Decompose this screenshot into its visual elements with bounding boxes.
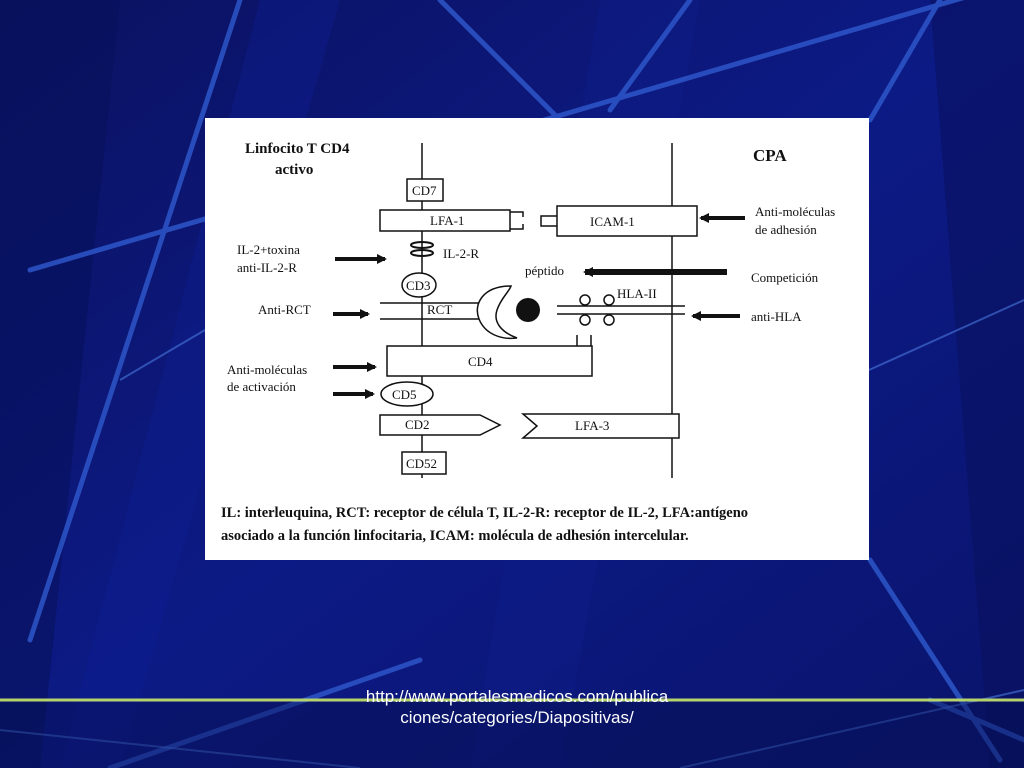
- anti-il2r-label: anti-IL-2-R: [237, 260, 297, 275]
- il2-toxin-label: IL-2+toxina: [237, 242, 300, 257]
- anti-hla-label: anti-HLA: [751, 309, 802, 324]
- il2r-molecule-lower: [410, 249, 434, 257]
- il2r-label: IL-2-R: [443, 246, 479, 261]
- hla2-domain-1: [579, 294, 591, 306]
- diagram-figure: Linfocito T CD4 activo CPA CD7 LFA-1 ICA…: [205, 118, 869, 560]
- lfa3-label: LFA-3: [575, 418, 609, 433]
- anti-adhesion-label-2: de adhesión: [755, 222, 817, 237]
- diagram-caption-line-2: asociado a la función linfocitaria, ICAM…: [221, 528, 689, 544]
- icam1-label: ICAM-1: [590, 214, 635, 229]
- lfa1-binding-site: [510, 211, 524, 230]
- lfa1-molecule: [379, 209, 511, 232]
- cd4-binding-arm: [576, 335, 592, 346]
- cd7-molecule: [406, 178, 444, 202]
- hla2-domain-3: [603, 294, 615, 306]
- lfa3-molecule: [520, 413, 680, 439]
- cd2-label: CD2: [405, 417, 430, 432]
- cd4-molecule: [386, 345, 593, 377]
- peptide-label: péptido: [525, 263, 564, 278]
- rct-receptor-cup: [476, 285, 518, 340]
- anti-activation-label-2: de activación: [227, 379, 296, 394]
- icam1-molecule: [556, 205, 698, 237]
- cd5-label: CD5: [392, 387, 417, 402]
- hla2-domain-4: [603, 314, 615, 326]
- hla2-domain-2: [579, 314, 591, 326]
- immune-synapse-diagram: Linfocito T CD4 activo CPA CD7 LFA-1 ICA…: [227, 141, 835, 478]
- anti-activation-label: Anti-moléculas: [227, 362, 307, 377]
- diagram-caption-line-1: IL: interleuquina, RCT: receptor de célu…: [221, 505, 749, 521]
- anti-adhesion-label: Anti-moléculas: [755, 204, 835, 219]
- cd52-molecule: [401, 451, 447, 475]
- cd4-label: CD4: [468, 354, 493, 369]
- cd5-molecule: [380, 381, 434, 407]
- il2r-molecule: [410, 241, 434, 249]
- apc-title: CPA: [753, 146, 787, 165]
- lfa1-label: LFA-1: [430, 213, 464, 228]
- competition-label: Competición: [751, 270, 819, 285]
- cd3-label: CD3: [406, 278, 431, 293]
- hla2-label: HLA-II: [617, 286, 657, 301]
- t-cell-title: Linfocito T CD4: [245, 141, 350, 157]
- cd52-label: CD52: [406, 456, 437, 471]
- icam1-binding-site: [540, 215, 557, 227]
- anti-rct-label: Anti-RCT: [258, 302, 311, 317]
- cd3-molecule: [401, 272, 437, 298]
- rct-label: RCT: [427, 302, 452, 317]
- cd7-label: CD7: [412, 183, 437, 198]
- t-cell-subtitle: activo: [275, 162, 313, 178]
- peptide-dot: [516, 298, 540, 322]
- cd2-molecule: [379, 414, 502, 436]
- source-url[interactable]: http://www.portalesmedicos.com/publicaci…: [365, 687, 669, 727]
